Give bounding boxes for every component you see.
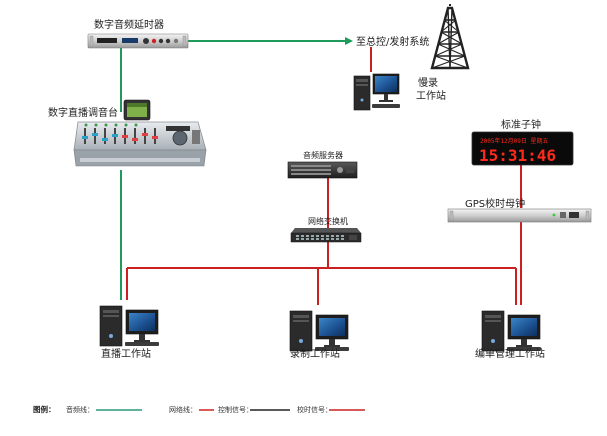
audio-server-label: 音频服务器 xyxy=(303,150,343,160)
record-workstation-icon xyxy=(289,310,349,352)
record-ws-label: 录制工作站 xyxy=(290,347,340,360)
legend-sync-label: 校时信号： xyxy=(297,405,332,414)
legend-control-label: 控制信号： xyxy=(218,405,253,414)
audio-lines xyxy=(120,37,353,300)
console-label: 数字直播调音台 xyxy=(48,106,118,119)
to-master-label: 至总控/发射系统 xyxy=(356,35,429,48)
gps-clock-label: GPS校时母钟 xyxy=(465,197,525,210)
delay-to-master-arrow xyxy=(345,37,353,45)
network-switch-icon xyxy=(290,228,362,243)
legend-network-label: 网络线： xyxy=(169,405,197,414)
broadcast-console-icon xyxy=(73,99,207,167)
transmission-tower-icon xyxy=(430,4,470,70)
live-ws-label: 直播工作站 xyxy=(101,347,151,360)
legend: 图例： 音频线： 网络线： 控制信号： 校时信号： xyxy=(33,404,365,414)
clock-date-text: 2005年12月09日 星期五 xyxy=(480,137,549,145)
audio-server-icon xyxy=(287,161,358,179)
clock-time-text: 15:31:46 xyxy=(479,146,556,165)
slow-record-label-1: 慢录 xyxy=(418,77,438,89)
delay-device-label: 数字音频延时器 xyxy=(94,18,164,31)
switch-label: 网络交换机 xyxy=(308,216,348,226)
edit-workstation-icon xyxy=(481,310,541,352)
edit-ws-label: 编单管理工作站 xyxy=(475,347,545,360)
live-workstation-icon xyxy=(99,305,159,347)
standard-clock-display: 2005年12月09日 星期五 15:31:46 xyxy=(471,131,574,166)
legend-audio-label: 音频线： xyxy=(66,405,94,414)
slow-record-label-2: 工作站 xyxy=(416,89,446,102)
network-lines xyxy=(126,47,522,305)
std-clock-label: 标准子钟 xyxy=(501,118,541,131)
slow-record-workstation-icon xyxy=(353,73,400,111)
legend-title: 图例： xyxy=(33,404,56,414)
audio-delay-device xyxy=(87,33,189,49)
gps-master-clock-icon xyxy=(447,208,592,223)
